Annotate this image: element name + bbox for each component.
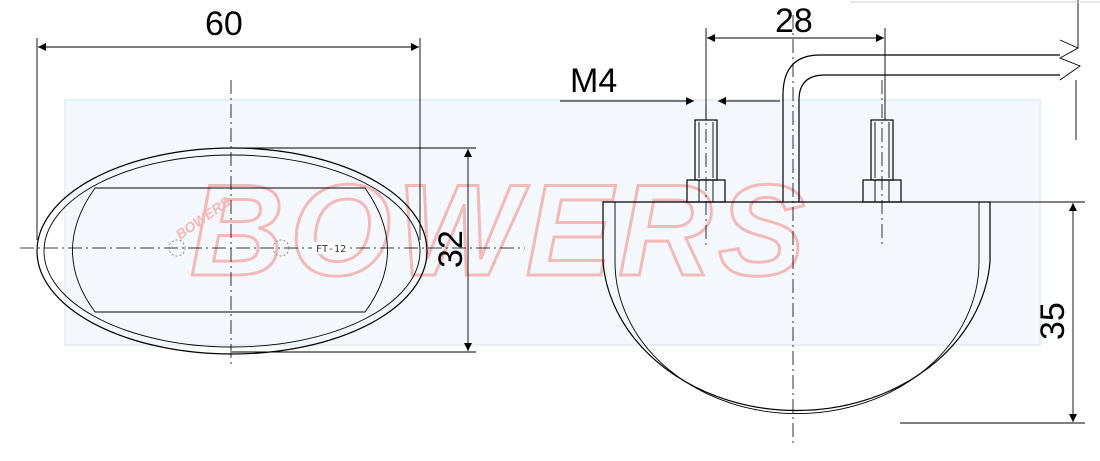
- lens-marking: FT-12: [316, 244, 346, 255]
- height-dimension-label: 32: [432, 230, 470, 268]
- lamp-body-inner-curve: [614, 261, 980, 415]
- front-view: FT-12 60 32: [20, 5, 525, 368]
- thread-size-label: M4: [570, 62, 617, 100]
- lens-outline: [72, 187, 388, 313]
- height35-label: 35: [1034, 302, 1072, 340]
- width-dimension-label: 60: [205, 5, 243, 43]
- lens-marking-bg: [312, 242, 350, 254]
- watermark: BOWERS BOWERS: [64, 99, 1041, 346]
- side-view: 28 M4 35: [560, 0, 1100, 445]
- screw-hole-right: [272, 239, 290, 257]
- stud-spacing-label: 28: [775, 2, 813, 40]
- cable-outer: [782, 54, 1060, 202]
- watermark-logo: BOWERS: [190, 157, 811, 303]
- cable: [782, 0, 1100, 202]
- cable-inner: [798, 74, 1060, 202]
- screw-hole-left: [168, 239, 186, 257]
- cable-break-mark: [1058, 39, 1081, 81]
- lamp-body-outline: [602, 201, 991, 412]
- lamp-inner-outline: [43, 154, 421, 348]
- watermark-panel: [64, 99, 1041, 346]
